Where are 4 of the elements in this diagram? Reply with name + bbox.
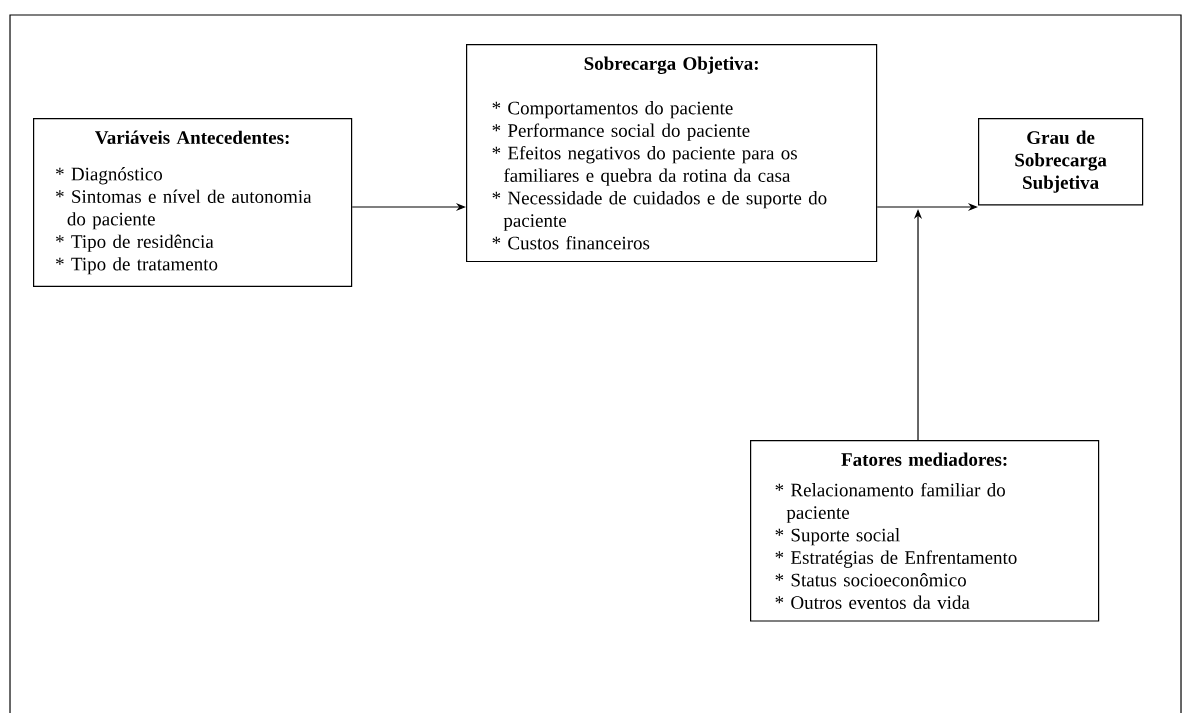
text-box: Sobrecarga Objetiva: * Comportamentos do paciente * Performance social do paciente * Efeitos negativos do paciente para os familiares e quebra da rotina da casa * Necessidade de cuidados e de suporte do paciente * Custos financeiros [466,44,878,263]
text-box: Grau de Sobrecarga Subjetiva [978,118,1144,206]
text-box: Variáveis Antecedentes: * Diagnóstico * Sintomas e nível de autonomia do paciente * Tipo de residência * Tipo de tratamento [33,118,353,287]
text-box: Fatores mediadores: * Relacionamento familiar do paciente * Suporte social * Estratégias de Enfrentamento * Status socioeconômico * Outros eventos da vida [750,440,1100,622]
